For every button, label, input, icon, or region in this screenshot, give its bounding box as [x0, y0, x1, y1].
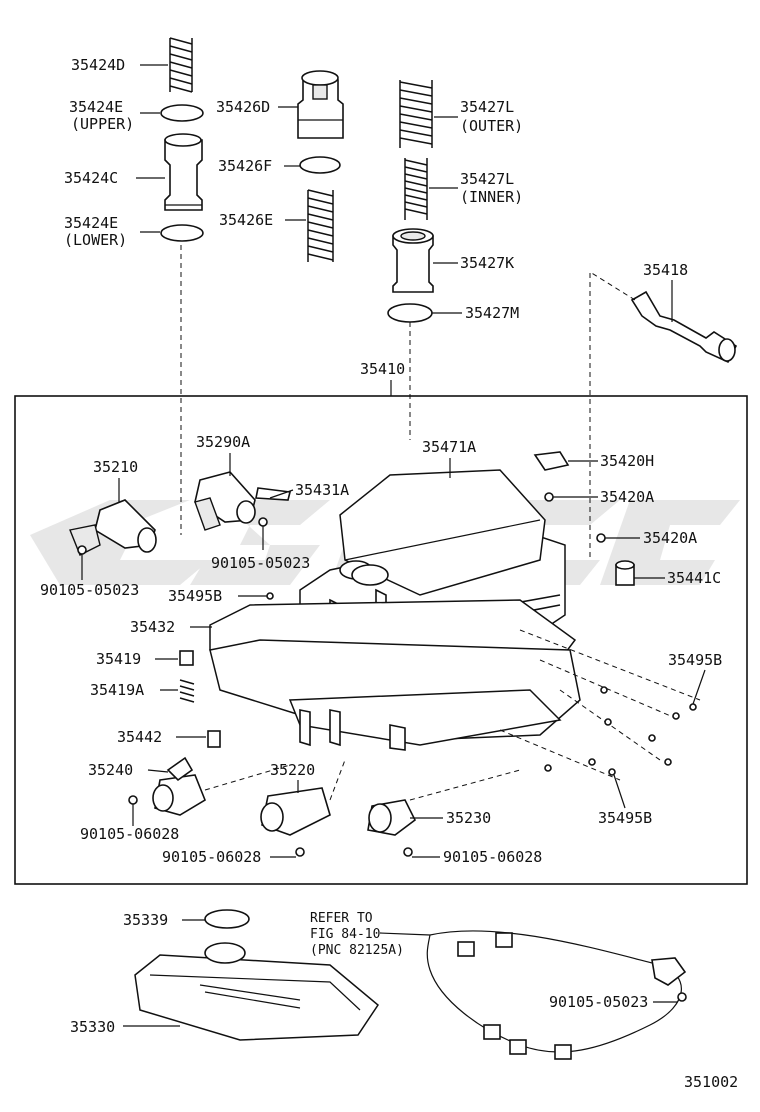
label-inner-note: (INNER): [460, 188, 523, 206]
solenoid-35290A: [194, 471, 291, 531]
refer-note-line2: FIG 84-10: [310, 927, 380, 942]
label-bolt-05023-a: 90105-05023: [40, 581, 139, 599]
label-35426E: 35426E: [219, 211, 273, 229]
refer-note-line3: (PNC 82125A): [310, 943, 404, 958]
spring-35419A: [179, 679, 195, 703]
label-35495B-b: 35495B: [668, 651, 722, 669]
label-35420A-a: 35420A: [600, 488, 654, 506]
label-bolt-06028-b: 90105-06028: [162, 848, 261, 866]
label-35424C: 35424C: [64, 169, 118, 187]
label-35330: 35330: [70, 1018, 115, 1036]
figure-number: 351002: [684, 1073, 738, 1091]
label-35432: 35432: [130, 618, 175, 636]
gasket-35339: [204, 909, 250, 929]
plug-35419: [179, 650, 194, 666]
label-bolt-05023-b: 90105-05023: [211, 554, 310, 572]
plate-35420H: [533, 451, 570, 471]
spring-35424D: [169, 37, 193, 93]
lower-valve-body: [209, 639, 581, 751]
label-35220: 35220: [270, 761, 315, 779]
label-bolt-06028-c: 90105-06028: [443, 848, 542, 866]
sleeve-35427K: [392, 228, 434, 293]
label-35230: 35230: [446, 809, 491, 827]
label-bolt-06028-a: 90105-06028: [80, 825, 179, 843]
label-35420A-b: 35420A: [643, 529, 697, 547]
solenoid-35240: [152, 756, 206, 816]
label-35427L-inner: 35427L: [460, 170, 514, 188]
ball-35420A-b: [596, 533, 606, 543]
label-35471A: 35471A: [422, 438, 476, 456]
ball-35420A-a: [544, 492, 554, 502]
label-35427M: 35427M: [465, 304, 519, 322]
label-35290A: 35290A: [196, 433, 250, 451]
valve-35418: [630, 290, 738, 364]
label-35419A: 35419A: [90, 681, 144, 699]
label-lower-note: (LOWER): [64, 231, 127, 249]
label-35441C: 35441C: [667, 569, 721, 587]
wire-harness: [426, 930, 687, 1060]
label-bolt-05023-c: 90105-05023: [549, 993, 648, 1011]
label-35495B-c: 35495B: [598, 809, 652, 827]
oil-strainer-35330: [134, 942, 379, 1041]
label-35431A: 35431A: [295, 481, 349, 499]
label-35339: 35339: [123, 911, 168, 929]
label-35424E-upper: 35424E: [69, 98, 123, 116]
plug-35442: [207, 730, 221, 748]
oring-35426F: [299, 156, 341, 174]
oring-35427M: [387, 303, 433, 323]
spring-35426E: [307, 189, 334, 262]
label-35427L-outer: 35427L: [460, 98, 514, 116]
label-35427K: 35427K: [460, 254, 514, 272]
label-35426D: 35426D: [216, 98, 270, 116]
label-35495B-a: 35495B: [168, 587, 222, 605]
label-35426F: 35426F: [218, 157, 272, 175]
spring-35427L-inner: [404, 158, 428, 220]
solenoid-35230: [367, 799, 417, 836]
label-upper-note: (UPPER): [71, 115, 134, 133]
plug-35426D: [297, 70, 344, 139]
solenoid-35210: [69, 499, 157, 556]
label-35419: 35419: [96, 650, 141, 668]
label-35240: 35240: [88, 761, 133, 779]
refer-note-line1: REFER TO: [310, 911, 373, 926]
oring-35424E-upper: [160, 104, 204, 122]
label-35418: 35418: [643, 261, 688, 279]
valve-body-assembly-box: [14, 395, 748, 885]
valve-35441C: [615, 560, 635, 586]
label-35424D: 35424D: [71, 56, 125, 74]
solenoid-35220: [260, 787, 331, 836]
oring-35424E-lower: [160, 224, 204, 242]
label-35442: 35442: [117, 728, 162, 746]
label-35410: 35410: [360, 360, 405, 378]
spring-35427L-outer: [399, 80, 433, 148]
label-outer-note: (OUTER): [460, 117, 523, 135]
label-35420H: 35420H: [600, 452, 654, 470]
sleeve-35424C: [164, 133, 203, 211]
label-35424E-lower: 35424E: [64, 214, 118, 232]
label-35210: 35210: [93, 458, 138, 476]
